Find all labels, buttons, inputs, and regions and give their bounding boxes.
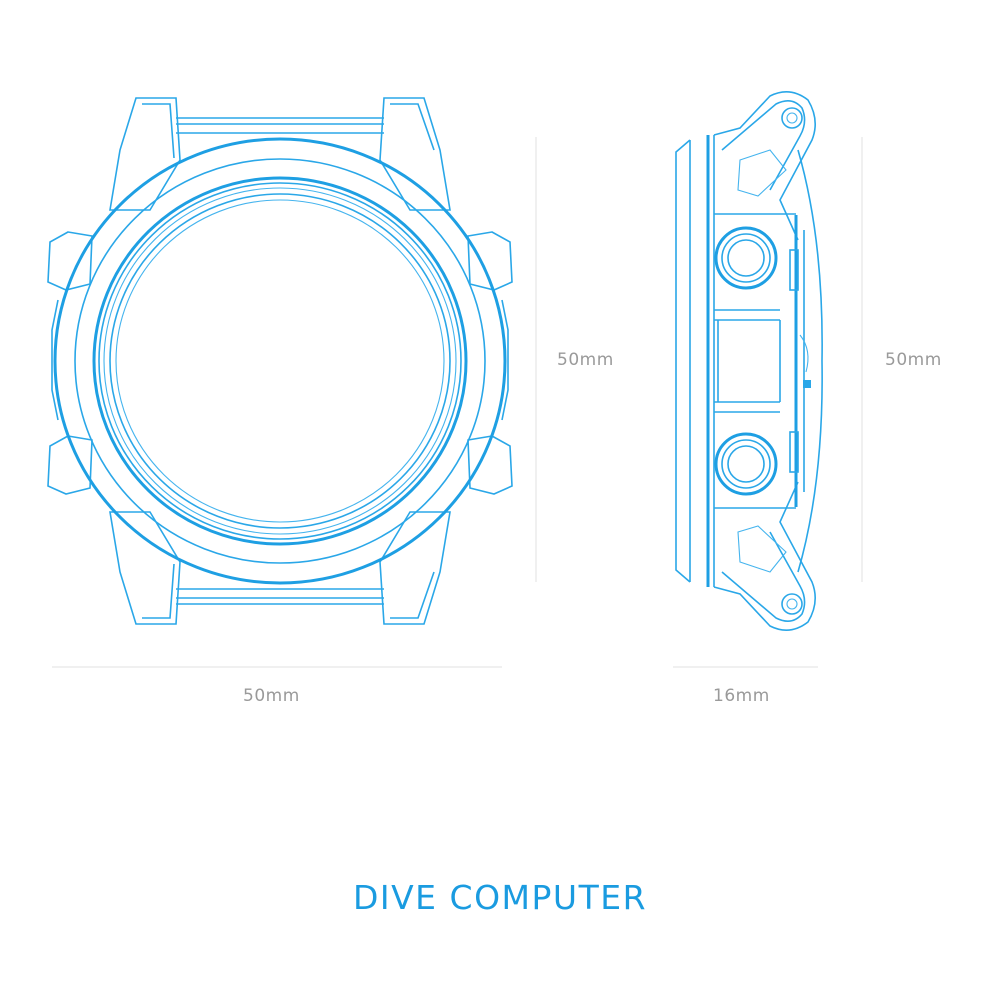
side-depth-label: 16mm bbox=[713, 686, 770, 706]
diagram-title: DIVE COMPUTER bbox=[352, 878, 648, 917]
side-button-lower-icon bbox=[714, 432, 778, 496]
front-width-label: 50mm bbox=[243, 686, 300, 706]
side-view-watch-icon bbox=[675, 91, 823, 631]
side-button-upper-icon bbox=[714, 226, 778, 290]
sensor-icon bbox=[803, 380, 811, 388]
dimension-guides bbox=[52, 137, 863, 668]
front-view-watch-icon bbox=[47, 97, 513, 625]
side-height-label: 50mm bbox=[885, 350, 942, 370]
front-height-label: 50mm bbox=[557, 350, 614, 370]
